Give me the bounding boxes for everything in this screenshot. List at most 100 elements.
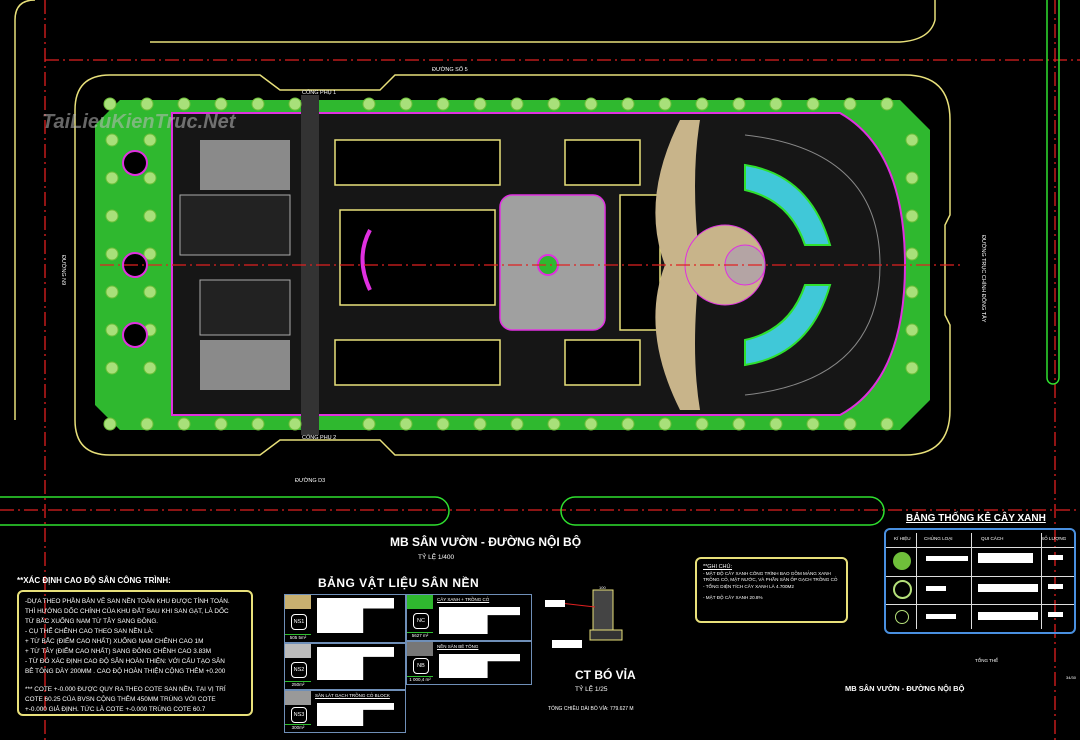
tree-icon	[140, 97, 154, 111]
ghichu-heading: **GHI CHÚ:	[703, 564, 733, 570]
plan-scale: TỶ LỆ 1/400	[418, 552, 455, 561]
material-label: SÂN LÁT GẠCH TRỒNG CỎ BLOCK	[315, 693, 390, 698]
court-bottom	[200, 340, 290, 390]
material-label: NỀN SÂN BÊ TÔNG	[437, 644, 479, 649]
tree-icon	[362, 417, 376, 431]
header-spec: QUI CÁCH	[981, 536, 1004, 541]
tree-icon	[658, 97, 672, 111]
tree-icon	[251, 97, 265, 111]
tree-icon	[105, 247, 119, 261]
curb-footing	[589, 629, 623, 641]
median-right	[560, 496, 885, 526]
tree-icon	[399, 417, 413, 431]
tree-icon	[436, 417, 450, 431]
tree-row	[886, 547, 1074, 577]
curb-dimension: 100	[599, 585, 606, 590]
note-line: - CỤ THỂ CHÊNH CAO THEO SAN NỀN LÀ:	[25, 628, 154, 635]
material-swatch	[407, 642, 433, 656]
tree-table-title: BẢNG THỐNG KÊ CÂY XANH	[906, 513, 1046, 524]
street-right-label: ĐƯỜNG TRỤC CHÍNH ĐÔNG TÂY	[980, 235, 987, 323]
street-top-label: ĐƯỜNG SỐ 5	[432, 66, 468, 73]
street-bottom-label: ĐƯỜNG D3	[295, 477, 325, 484]
tennis-court	[179, 194, 291, 256]
tree-icon	[584, 417, 598, 431]
tree-icon	[658, 417, 672, 431]
tree-icon	[214, 97, 228, 111]
main-building	[334, 139, 661, 386]
tree-icon	[473, 97, 487, 111]
tree-icon	[177, 417, 191, 431]
volleyball-court	[199, 279, 291, 336]
tree-icon	[905, 361, 919, 375]
material-swatch	[285, 644, 311, 658]
header-type: CHỦNG LOẠI	[924, 536, 953, 541]
note-line: -DỰA THEO PHẦN BẢN VẼ SAN NỀN TOÀN KHU Đ…	[25, 598, 230, 605]
tree-icon	[547, 97, 561, 111]
note-line: TỪ BẮC XUỐNG NAM TỪ TÂY SANG ĐÔNG.	[25, 618, 159, 625]
tree-row	[886, 604, 1074, 632]
median-east	[1046, 0, 1060, 385]
note-line: *** COTE +-0.000 ĐƯỢC QUY RA THEO COTE S…	[25, 686, 226, 693]
tree-icon	[905, 209, 919, 223]
notes-heading: **XÁC ĐỊNH CAO ĐỘ SÂN CÔNG TRÌNH:	[17, 576, 171, 585]
tree-icon	[621, 417, 635, 431]
curb-note-redacted	[545, 600, 565, 607]
material-area: 250m²	[285, 681, 311, 687]
sheet-title: MB SÂN VƯỜN - ĐƯỜNG NỘI BỘ	[845, 684, 965, 693]
sheet-number: 34/30	[1066, 675, 1077, 680]
tree-icon	[769, 417, 783, 431]
tree-icon	[732, 97, 746, 111]
tree-icon	[905, 323, 919, 337]
ghichu-line: TRỒNG CỎ, MẶT NƯỚC, VÀ PHẦN SÂN ỐP GẠCH …	[703, 577, 838, 583]
note-line: - TỪ ĐÓ XÁC ĐỊNH CAO ĐỘ SÂN HOÀN THIỆN: …	[25, 658, 225, 665]
tree-icon	[105, 361, 119, 375]
water-bottom	[744, 284, 832, 367]
tree-icon	[880, 97, 894, 111]
material-item: NS3 300m² SÂN LÁT GẠCH TRỒNG CỎ BLOCK	[284, 690, 406, 733]
tree-icon	[510, 97, 524, 111]
note-line: + TỪ BẮC (ĐIỂM CAO NHẤT) XUỐNG NAM CHÊNH…	[25, 638, 204, 645]
curb-scale: TỶ LỆ 1/25	[575, 684, 608, 693]
tree-icon	[695, 417, 709, 431]
tree-icon	[103, 417, 117, 431]
fan-wing-bottom	[655, 265, 700, 410]
tree-icon	[510, 417, 524, 431]
tree-icon	[143, 171, 157, 185]
tree-icon	[105, 209, 119, 223]
tree-icon	[288, 417, 302, 431]
curb-leader	[559, 602, 596, 608]
curb-detail	[592, 589, 614, 631]
material-area: 5627 m²	[407, 632, 433, 638]
header-qty: SỐ LƯỢNG	[1041, 536, 1067, 541]
tree-icon	[103, 97, 117, 111]
tree-icon	[843, 97, 857, 111]
tree-icon	[105, 171, 119, 185]
ghichu-line: - MẬT ĐỘ CÂY XANH 20.8%	[703, 595, 763, 601]
note-line: COTE 60.25 CỦA BVSN CỘNG THÊM 450MM TRÙN…	[25, 696, 216, 703]
tree-icon	[806, 97, 820, 111]
tree-icon	[143, 247, 157, 261]
road-edge-top	[14, 0, 936, 420]
tree-icon	[143, 133, 157, 147]
material-label: CÂY XANH + TRỒNG CỎ	[437, 597, 490, 602]
gate-1-label: CỔNG PHỤ 1	[302, 89, 336, 96]
tree-icon	[843, 417, 857, 431]
material-item: NC 5627 m² CÂY XANH + TRỒNG CỎ	[406, 594, 532, 641]
stage-arc	[360, 229, 372, 291]
tree-icon	[140, 417, 154, 431]
tree-table: KÍ HIỆU CHỦNG LOẠI QUI CÁCH SỐ LƯỢNG	[884, 528, 1076, 634]
material-swatch	[285, 691, 311, 705]
tree-icon	[399, 97, 413, 111]
material-item: NS1 505 5m²	[284, 594, 406, 643]
planter-circle	[122, 322, 148, 348]
material-code: NB	[413, 658, 429, 674]
material-code: NS3	[291, 706, 307, 723]
water-top	[744, 163, 832, 246]
note-line	[25, 677, 245, 685]
tree-icon	[806, 417, 820, 431]
material-area: 300m²	[285, 724, 311, 730]
tree-icon	[695, 97, 709, 111]
small-tree-symbol-icon	[895, 610, 909, 624]
